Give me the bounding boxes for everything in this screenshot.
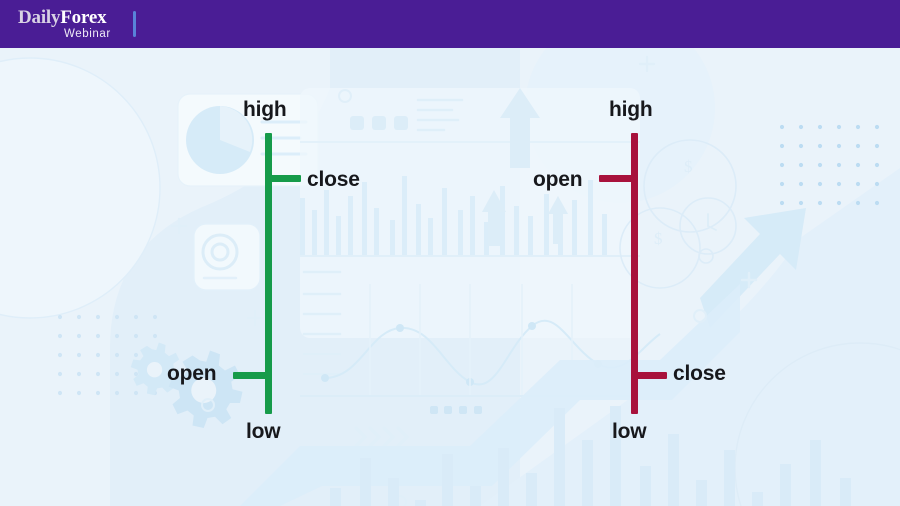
bearish-open-tick — [599, 175, 635, 182]
bearish-high-label: high — [609, 98, 653, 121]
bearish-low-label: low — [612, 420, 647, 443]
brand-logo-forex: Forex — [60, 6, 107, 28]
brand-logo-daily: Daily — [18, 6, 61, 28]
header-divider — [132, 11, 136, 37]
bearish-close-tick — [631, 372, 667, 379]
brand-logo-subtitle: Webinar — [64, 27, 111, 40]
bearish-close-label: close — [673, 362, 726, 385]
app-header: DailyForex Webinar — [0, 0, 900, 48]
brand-logo[interactable]: DailyForex Webinar — [18, 8, 111, 41]
bearish-open-label: open — [533, 168, 583, 191]
brand-logo-title: DailyForex — [18, 6, 107, 28]
